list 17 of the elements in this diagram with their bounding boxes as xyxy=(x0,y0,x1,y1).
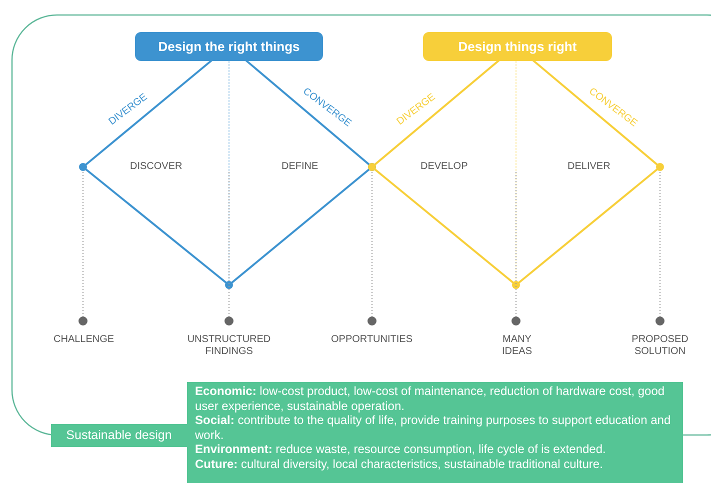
stage-label: DEVELOP xyxy=(420,161,468,173)
description-text: Cuture: cultural diversity, local characteristics, sustainable traditional culture. xyxy=(195,456,604,471)
phase-header: Design the right things xyxy=(135,32,323,61)
category-box: Sustainable design xyxy=(51,424,187,447)
details-panel xyxy=(187,382,683,483)
description-text: Social: contribute to the quality of life, provide training purposes to support education and work. xyxy=(195,413,672,442)
outcome-label: UNSTRUCTURED FINDINGS xyxy=(186,334,272,358)
description-text: Economic: low-cost product, low-cost of maintenance, reduction of hardware cost, good user experience, sustainable operation. xyxy=(195,384,666,413)
stage-label: DEFINE xyxy=(282,161,318,173)
outcome-label: PROPOSED SOLUTION xyxy=(630,334,690,358)
stage-label: DELIVER xyxy=(568,161,610,173)
phase-header: Design things right xyxy=(423,32,612,61)
outcome-label: OPPORTUNITIES xyxy=(331,334,412,346)
outcome-label: CHALLENGE xyxy=(54,334,114,346)
description-text: Environment: reduce waste, resource consumption, life cycle of is extended. xyxy=(195,442,607,456)
stage-label: DISCOVER xyxy=(130,161,182,173)
outcome-label: MANY IDEAS xyxy=(500,334,533,358)
